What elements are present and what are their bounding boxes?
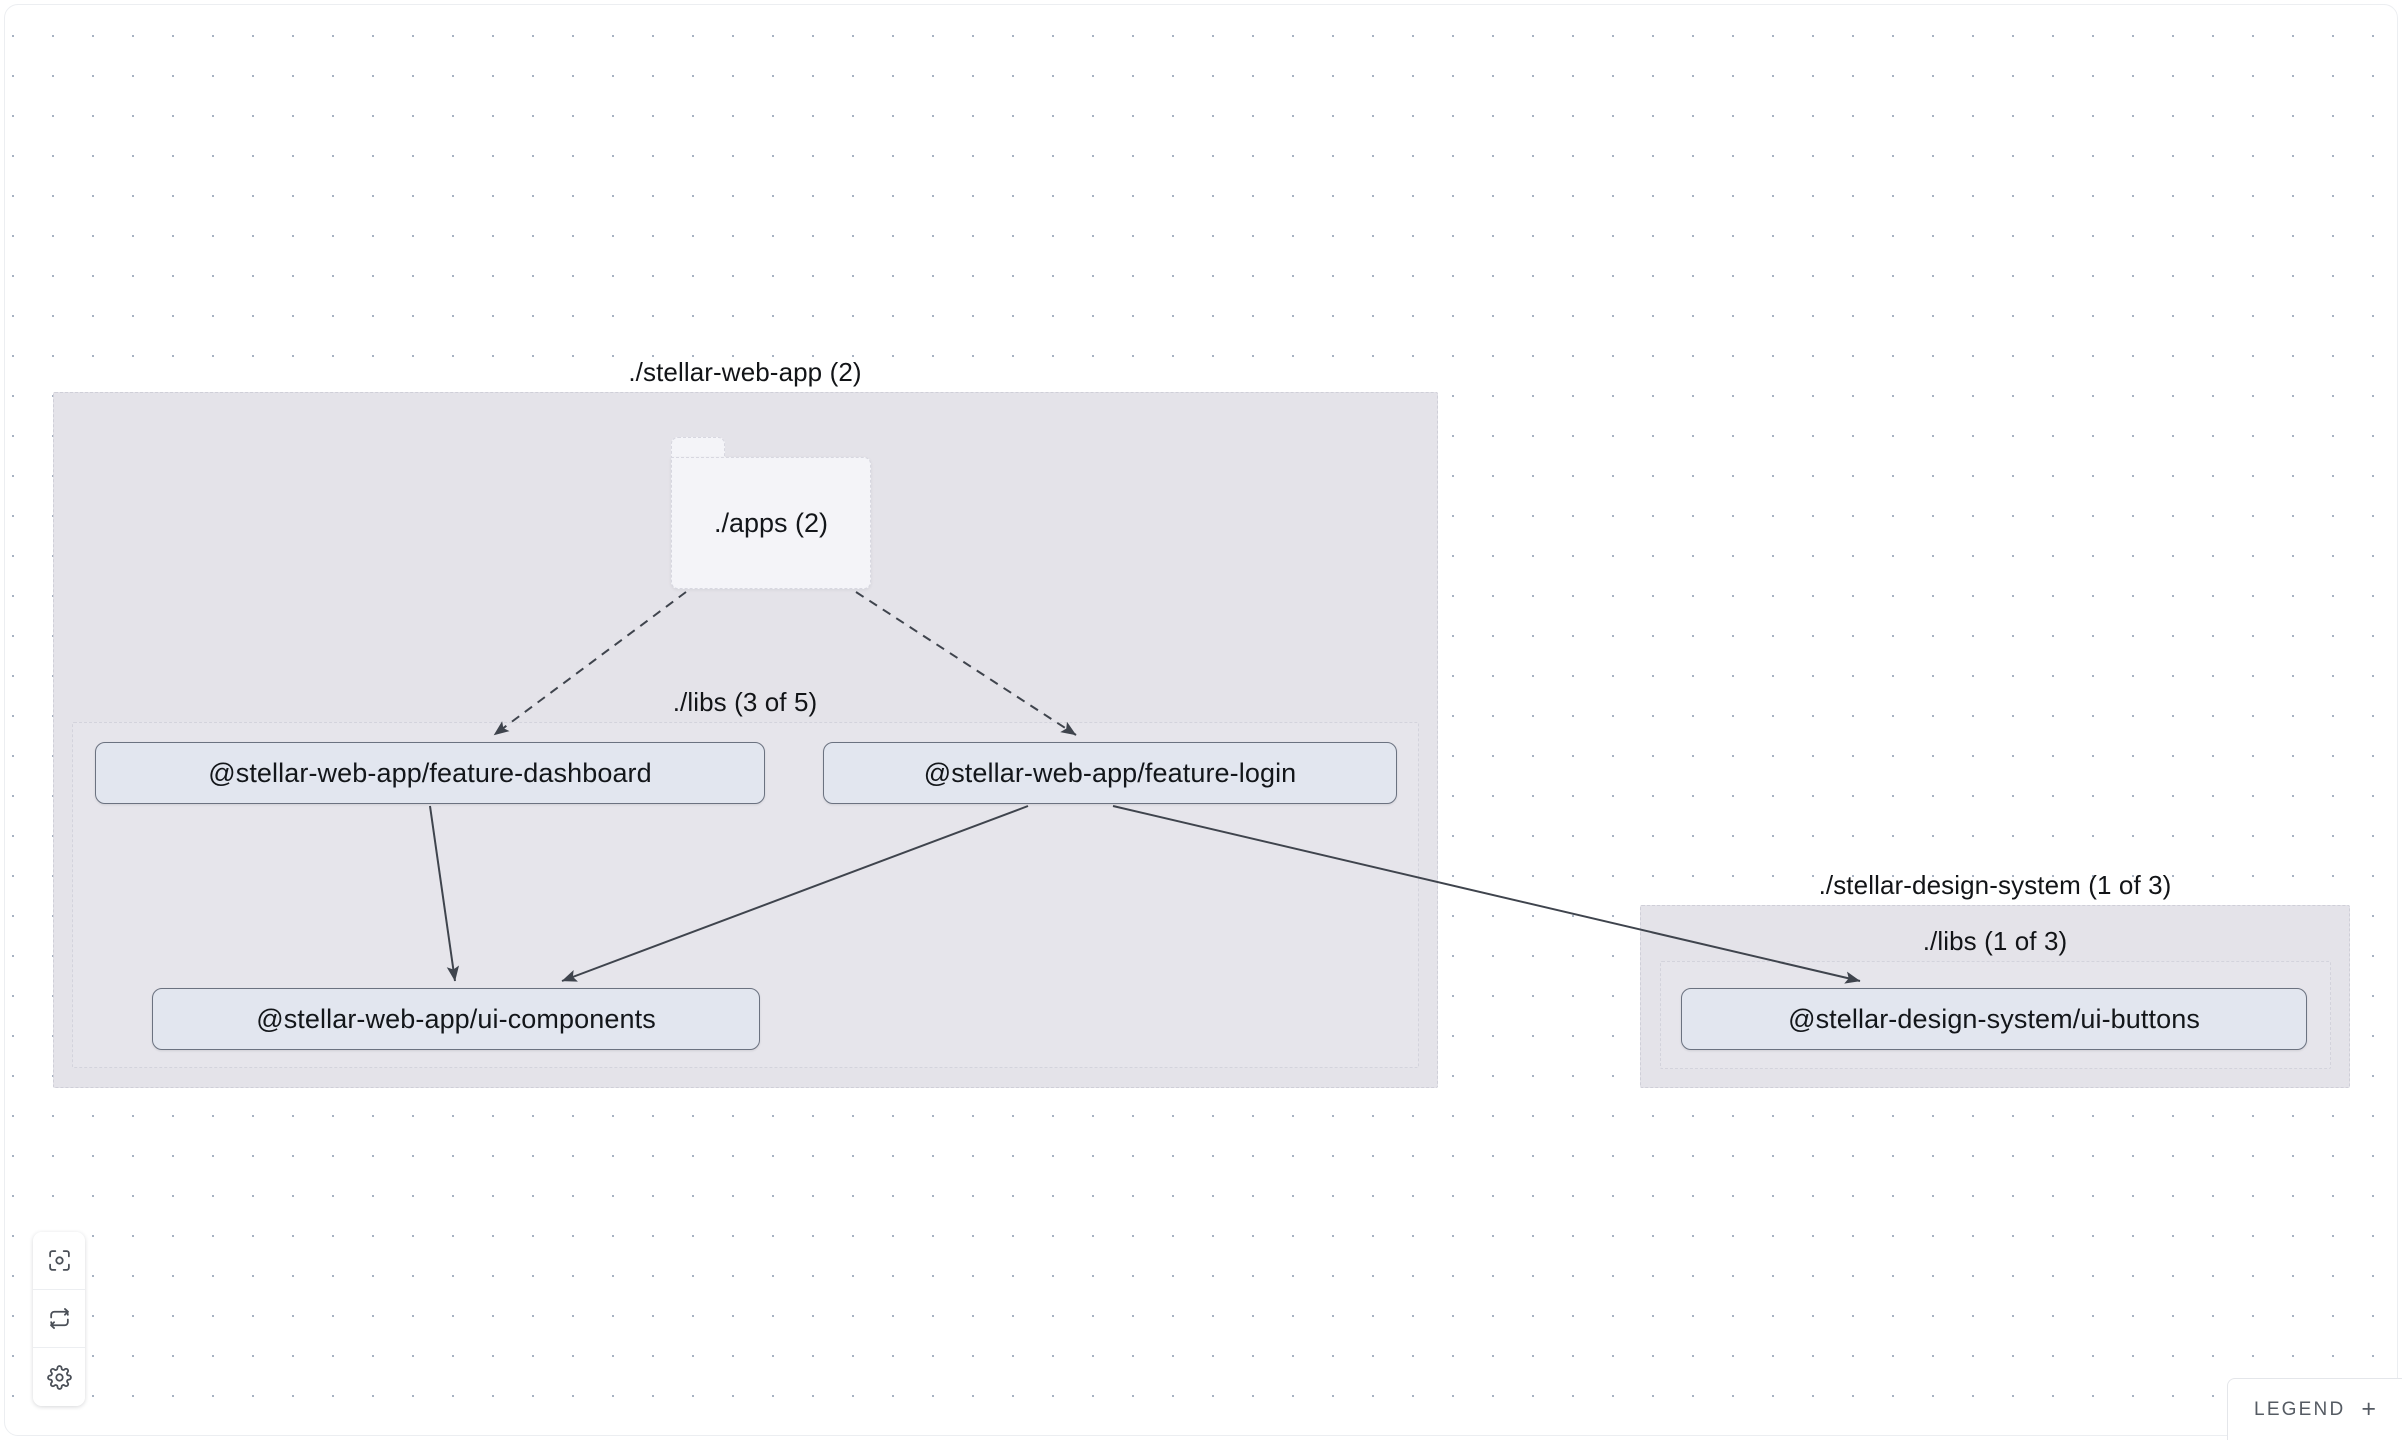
refresh-graph-button[interactable] [33,1290,85,1348]
legend-panel-toggle[interactable]: LEGEND + [2227,1378,2402,1440]
project-group-title-stellar-design-system: ./stellar-design-system (1 of 3) [1818,870,2172,900]
folder-tab-shape [671,437,725,459]
directory-subgroup-title-web-app-libs: ./libs (3 of 5) [672,687,818,717]
settings-button[interactable] [33,1348,85,1406]
project-node-feature-login[interactable]: @stellar-web-app/feature-login [823,742,1397,804]
project-node-ui-buttons[interactable]: @stellar-design-system/ui-buttons [1681,988,2307,1050]
folder-node-label-apps: ./apps (2) [671,457,871,589]
focus-graph-button[interactable] [33,1232,85,1290]
project-group-title-stellar-web-app: ./stellar-web-app (2) [628,357,862,387]
directory-subgroup-title-design-system-libs: ./libs (1 of 3) [1922,926,2068,956]
legend-label: LEGEND [2254,1398,2346,1420]
legend-expand-plus-icon: + [2361,1395,2376,1423]
gear-icon [46,1364,72,1390]
refresh-cycle-icon [47,1306,72,1331]
focus-target-icon [47,1248,72,1273]
project-node-ui-components[interactable]: @stellar-web-app/ui-components [152,988,760,1050]
folder-node-apps[interactable]: ./apps (2) [671,437,871,589]
graph-controls-panel [33,1232,85,1406]
project-node-feature-dashboard[interactable]: @stellar-web-app/feature-dashboard [95,742,765,804]
